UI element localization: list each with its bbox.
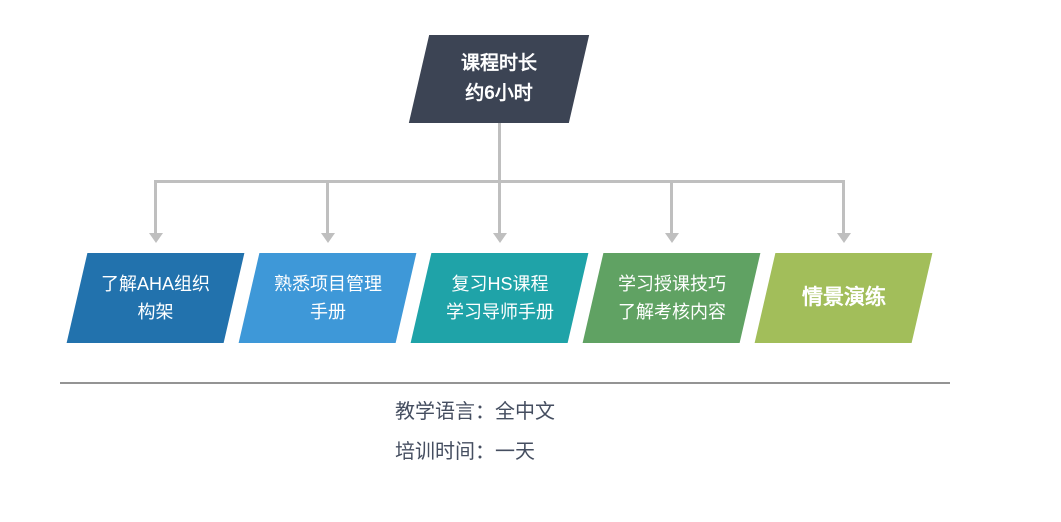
node-teaching-skills: 学习授课技巧 了解考核内容 <box>582 253 761 343</box>
arrow-down-icon <box>493 233 507 243</box>
arrow-down-icon <box>665 233 679 243</box>
arrow-down-icon <box>837 233 851 243</box>
connector-trunk <box>498 123 501 181</box>
connector-stub-5 <box>842 180 845 234</box>
branch-line: 构架 <box>137 302 174 322</box>
node-course-duration-line2: 约6小时 <box>465 83 533 104</box>
footer-language-line: 教学语言：全中文 <box>395 401 555 423</box>
branch-line: 学习导师手册 <box>445 302 554 322</box>
node-hs-review-label: 复习HS课程 学习导师手册 <box>446 270 554 326</box>
branch-line: 手册 <box>309 302 346 322</box>
branch-line: 复习HS课程 <box>450 274 548 294</box>
connector-stub-3 <box>498 180 501 234</box>
node-project-manual-label: 熟悉项目管理 手册 <box>274 270 382 326</box>
node-teaching-skills-label: 学习授课技巧 了解考核内容 <box>618 270 726 326</box>
branch-row: 了解AHA组织 构架 熟悉项目管理 手册 复习HS课程 学习导师手册 学习授课技… <box>66 253 933 343</box>
connector-stub-1 <box>154 180 157 234</box>
node-hs-review: 复习HS课程 学习导师手册 <box>410 253 589 343</box>
node-course-duration-line1: 课程时长 <box>460 53 537 74</box>
branch-line: 学习授课技巧 <box>617 274 726 294</box>
arrow-down-icon <box>149 233 163 243</box>
branch-line: 了解考核内容 <box>617 302 726 322</box>
arrow-down-icon <box>321 233 335 243</box>
branch-line: 了解AHA组织 <box>100 274 210 294</box>
node-course-duration-label: 课程时长 约6小时 <box>461 49 537 109</box>
node-aha-structure: 了解AHA组织 构架 <box>66 253 245 343</box>
footer-info: 教学语言：全中文 培训时间：一天 <box>395 392 555 472</box>
footer-divider <box>60 382 950 384</box>
branch-line: 情景演练 <box>801 286 886 309</box>
connector-stub-2 <box>326 180 329 234</box>
node-course-duration: 课程时长 约6小时 <box>408 35 590 123</box>
branch-line: 熟悉项目管理 <box>273 274 382 294</box>
footer-duration-line: 培训时间：一天 <box>395 441 535 463</box>
connector-stub-4 <box>670 180 673 234</box>
node-scenario-drill: 情景演练 <box>754 253 933 343</box>
node-project-manual: 熟悉项目管理 手册 <box>238 253 417 343</box>
node-scenario-drill-label: 情景演练 <box>802 284 886 312</box>
node-aha-structure-label: 了解AHA组织 构架 <box>101 270 210 326</box>
